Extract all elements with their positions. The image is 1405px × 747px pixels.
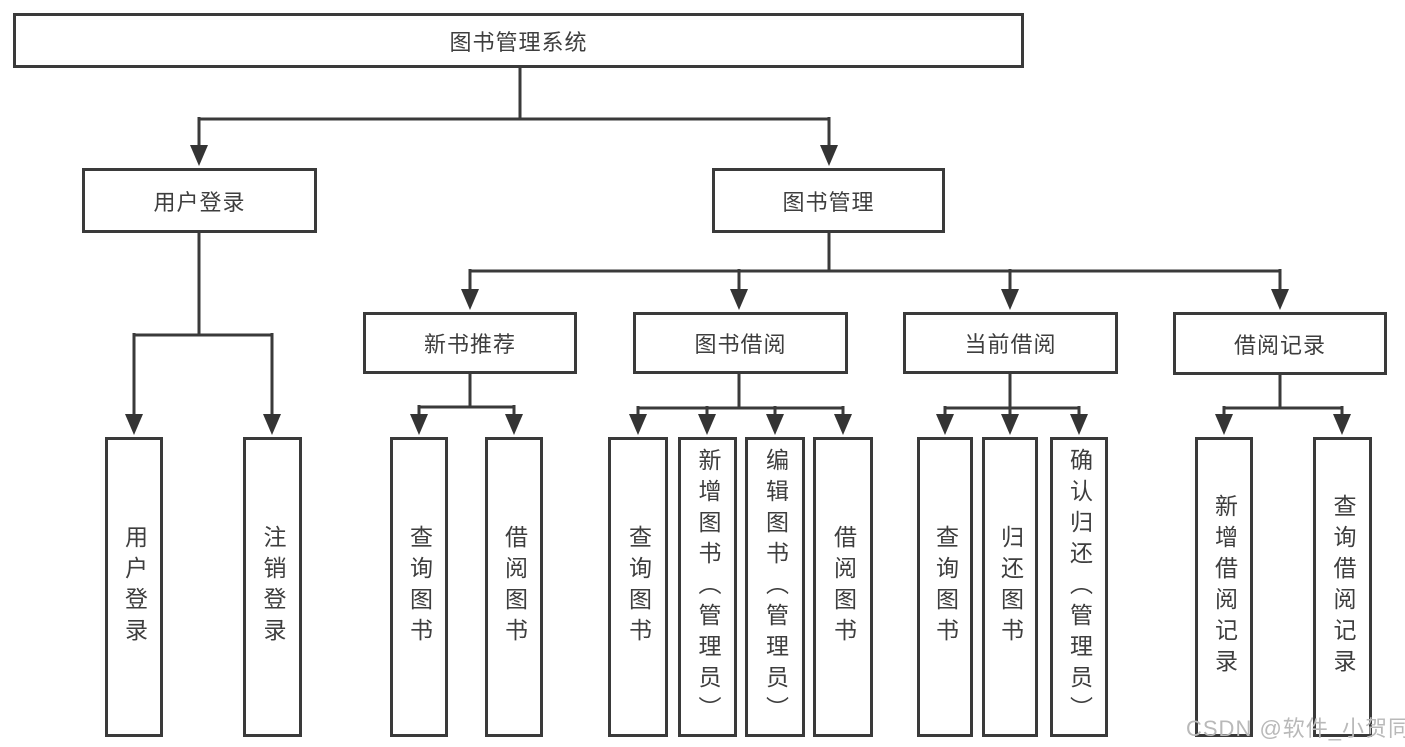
node-leaf-confirm-return-admin: 确认归还（管理员）: [1050, 437, 1108, 737]
node-user-login: 用户登录: [82, 168, 317, 233]
node-label: 借阅图书: [830, 525, 857, 649]
csdn-watermark: CSDN @软件_小贺同学: [1186, 716, 1405, 741]
node-leaf-logout: 注销登录: [243, 437, 302, 737]
node-label: 图书管理系统: [449, 29, 588, 55]
node-leaf-query-books-borrowing: 查询图书: [608, 437, 668, 737]
node-leaf-add-borrow-record: 新增借阅记录: [1195, 437, 1253, 737]
node-label: 用户登录: [153, 189, 246, 215]
node-book-borrowing: 图书借阅: [633, 312, 848, 374]
node-library-system: 图书管理系统: [13, 13, 1024, 68]
node-leaf-return-books: 归还图书: [982, 437, 1038, 737]
node-label: 借阅图书: [501, 525, 528, 649]
node-label: 编辑图书（管理员）: [762, 447, 789, 727]
arrow-down-icons: [125, 145, 1351, 435]
node-label: 新书推荐: [423, 332, 516, 357]
node-leaf-query-borrow-record: 查询借阅记录: [1313, 437, 1372, 737]
node-label: 查询借阅记录: [1330, 494, 1356, 680]
node-borrowing-records: 借阅记录: [1173, 312, 1387, 375]
node-new-book-recommend: 新书推荐: [363, 312, 577, 374]
node-leaf-user-login: 用户登录: [105, 437, 163, 737]
node-leaf-edit-books-admin: 编辑图书（管理员）: [745, 437, 805, 737]
node-label: 查询图书: [406, 525, 433, 649]
node-label: 借阅记录: [1233, 332, 1326, 358]
node-label: 查询图书: [932, 525, 959, 649]
node-label: 图书借阅: [694, 332, 787, 357]
node-label: 新增图书（管理员）: [695, 447, 721, 727]
node-label: 确认归还（管理员）: [1066, 447, 1093, 727]
node-label: 新增借阅记录: [1211, 494, 1238, 680]
node-label: 图书管理: [782, 189, 875, 215]
connector-lines: [132, 66, 1344, 416]
node-label: 当前借阅: [964, 332, 1057, 357]
node-leaf-add-books-admin: 新增图书（管理员）: [678, 437, 737, 737]
node-leaf-borrow-books-recommend: 借阅图书: [485, 437, 543, 737]
node-book-management: 图书管理: [712, 168, 945, 233]
node-label: 用户登录: [121, 525, 148, 649]
node-label: 归还图书: [997, 525, 1024, 649]
node-current-borrowing: 当前借阅: [903, 312, 1118, 374]
node-label: 注销登录: [260, 525, 286, 649]
node-label: 查询图书: [625, 525, 652, 649]
node-leaf-borrow-books: 借阅图书: [813, 437, 873, 737]
node-leaf-query-books-recommend: 查询图书: [390, 437, 448, 737]
node-leaf-query-books-current: 查询图书: [917, 437, 973, 737]
